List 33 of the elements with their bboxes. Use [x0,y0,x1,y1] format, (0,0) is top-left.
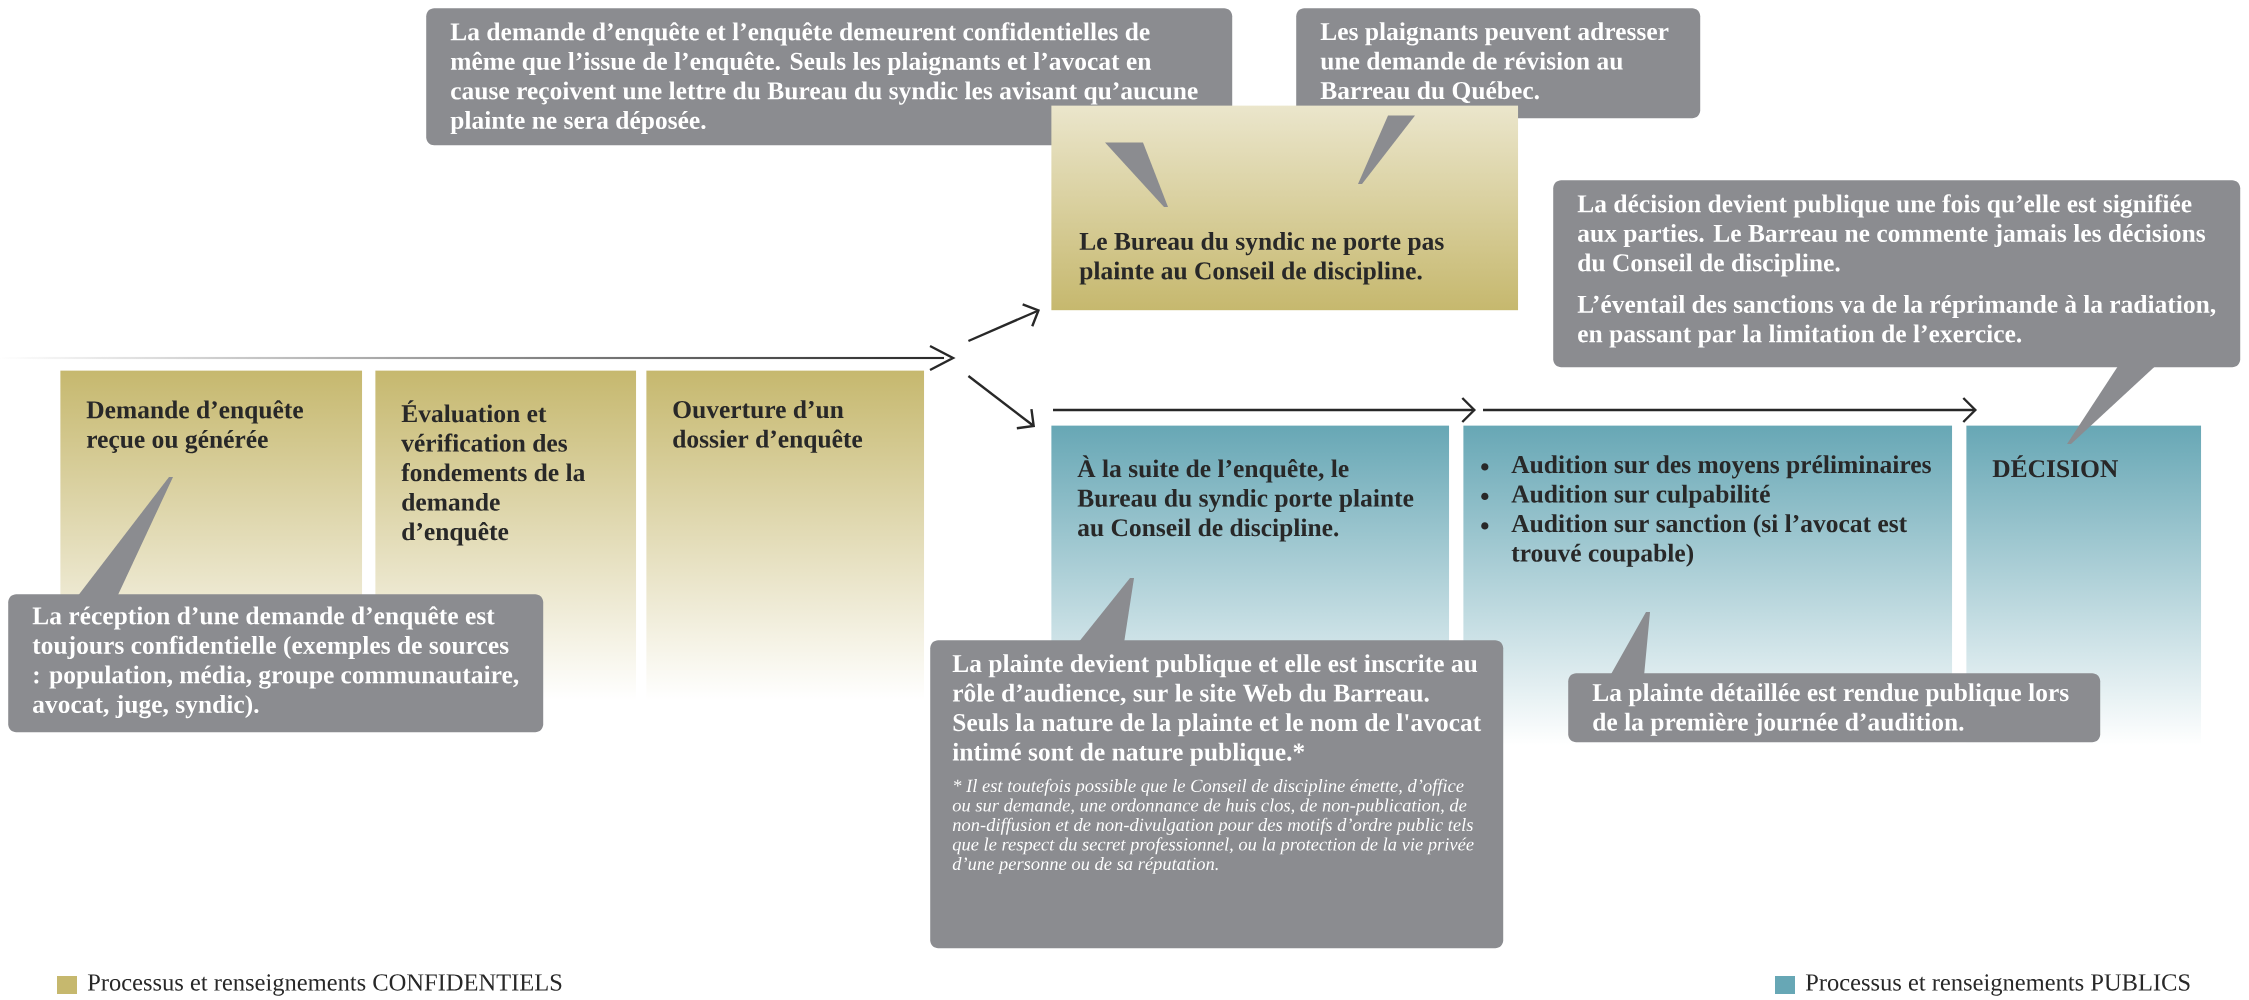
callout-box [426,8,1233,146]
step-text: Ouverture d’un dossier d’enquête [673,400,863,453]
arrow [967,375,1035,430]
callout-text: La plainte détaillée est rendue publique lors de la première journée d’audition. [1592,683,2069,736]
list-item: Audition sur sanction (si l’avocat est trouvé coupable) [1511,514,1908,567]
step-text: Le Bureau du syndic ne porte pas plainte au Conseil de discipline. [1079,232,1444,285]
callout-pointer [1610,612,1650,676]
callout-text: Les plaignants peuvent adresser une demande de révision au Barreau du Québec. [1320,22,1669,104]
callout-box [1553,180,2241,368]
callout-text: L’éventail des sanctions va de la réprimande à la radiation, en passant par la limitation de l’exercice. [1577,294,2216,348]
legend-text: Processus et renseignements CONFIDENTIELS [87,974,562,996]
callout-text: La réception d’une demande d’enquête est toujours confidentielle (exemples de sources : population, média, groupe communautaire, avocat, juge, syndic). [32,606,519,719]
callout-pointer [2067,364,2157,444]
step-text: À la suite de l’enquête, le Bureau du syndic porte plainte au Conseil de discipline. [1077,455,1414,542]
callout-pointer [1105,142,1168,207]
callout-text: La demande d’enquête et l’enquête demeurent confidentielles de même que l’issue de l’enquête. Seuls les plaignants et l’avocat en cause reçoivent une lettre du Bureau du syndic les avisant qu’aucune plainte ne sera déposée. [450,22,1198,135]
arrow [1483,397,1977,423]
step-text: DÉCISION [1992,455,2118,478]
step-column [1481,455,1931,567]
arrow [967,303,1040,343]
legend-text: Processus et renseignements PUBLICS [1805,974,2190,996]
callout-text: La décision devient publique une fois qu’elle est signifiée aux parties. Le Barreau ne commente jamais les décisions du Conseil de discipline. [1577,194,2206,277]
callout-text: La plainte devient publique et elle est inscrite au rôle d’audience, sur le site Web du Barreau. Seuls la nature de la plainte et le nom de l'avocat intimé sont de nature publique.* [952,654,1482,766]
list-item: Audition sur des moyens préliminaires [1511,455,1931,479]
step-text: Demande d’enquête reçue ou générée [86,400,303,454]
footnote-text: * Il est toutefois possible que le Conseil de discipline émette, d’office ou sur demande, une ordonnance de huis clos, de non-publication, de non-diffusion et de non-divulgation pour des motifs d’ordre public tels que le respect du secret professionnel, ou la protection de la vie privée d’une personne ou de sa réputation. [952,778,1474,874]
arrow [1053,397,1476,423]
callout-pointer [1078,578,1134,643]
callout-pointer [77,477,173,597]
callout-box [930,640,1504,949]
list-item: Audition sur culpabilité [1511,484,1770,508]
step-text: Évaluation et vérification des fondements de la demande d’enquête [401,400,585,546]
callout-pointer [1358,115,1415,184]
